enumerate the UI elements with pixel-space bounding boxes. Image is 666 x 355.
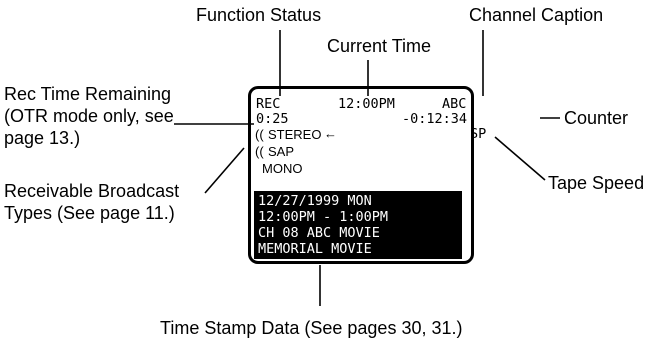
tv-screen-frame	[248, 86, 474, 264]
counter-label: Counter	[564, 108, 629, 128]
current-time-label: Current Time	[327, 36, 432, 56]
tape-speed-line	[494, 136, 546, 181]
time-stamp-box	[254, 191, 462, 259]
receivable-label-line2: Types (See page 11.)	[4, 203, 175, 223]
current-time-text: 12:00PM	[338, 96, 395, 112]
function-status-label: Function Status	[196, 5, 322, 25]
receivable-label-line1: Receivable Broadcast	[4, 181, 180, 201]
time-stamp-channel: CH 08 ABC MOVIE	[258, 225, 380, 241]
time-stamp-date: 12/27/1999 MON	[258, 193, 372, 209]
rec-time-label-line2: (OTR mode only, see	[4, 106, 174, 126]
time-stamp-times: 12:00PM - 1:00PM	[258, 209, 389, 225]
receivable-line	[204, 147, 245, 194]
sap-text: SAP	[268, 144, 295, 159]
time-stamp-title: MEMORIAL MOVIE	[258, 241, 372, 257]
counter-text: -0:12:34	[402, 111, 468, 127]
function-status-text: REC	[256, 96, 281, 112]
channel-caption-label: Channel Caption	[469, 5, 604, 25]
rec-time-remaining-text: 0:25	[256, 111, 289, 127]
tape-speed-text: SP	[470, 126, 487, 142]
time-stamp-label: Time Stamp Data (See pages 30, 31.)	[160, 318, 463, 338]
broadcast-icon: ((	[255, 127, 264, 142]
mono-text: MONO	[262, 161, 303, 176]
rec-time-label-line3: page 13.)	[4, 128, 81, 148]
tape-speed-label: Tape Speed	[548, 173, 645, 193]
channel-caption-text: ABC	[442, 96, 467, 112]
stereo-text: STEREO	[268, 127, 322, 142]
broadcast-icon: ((	[255, 144, 264, 159]
rec-time-label-line1: Rec Time Remaining	[4, 84, 172, 104]
stereo-arrow-icon: ←	[324, 126, 337, 141]
